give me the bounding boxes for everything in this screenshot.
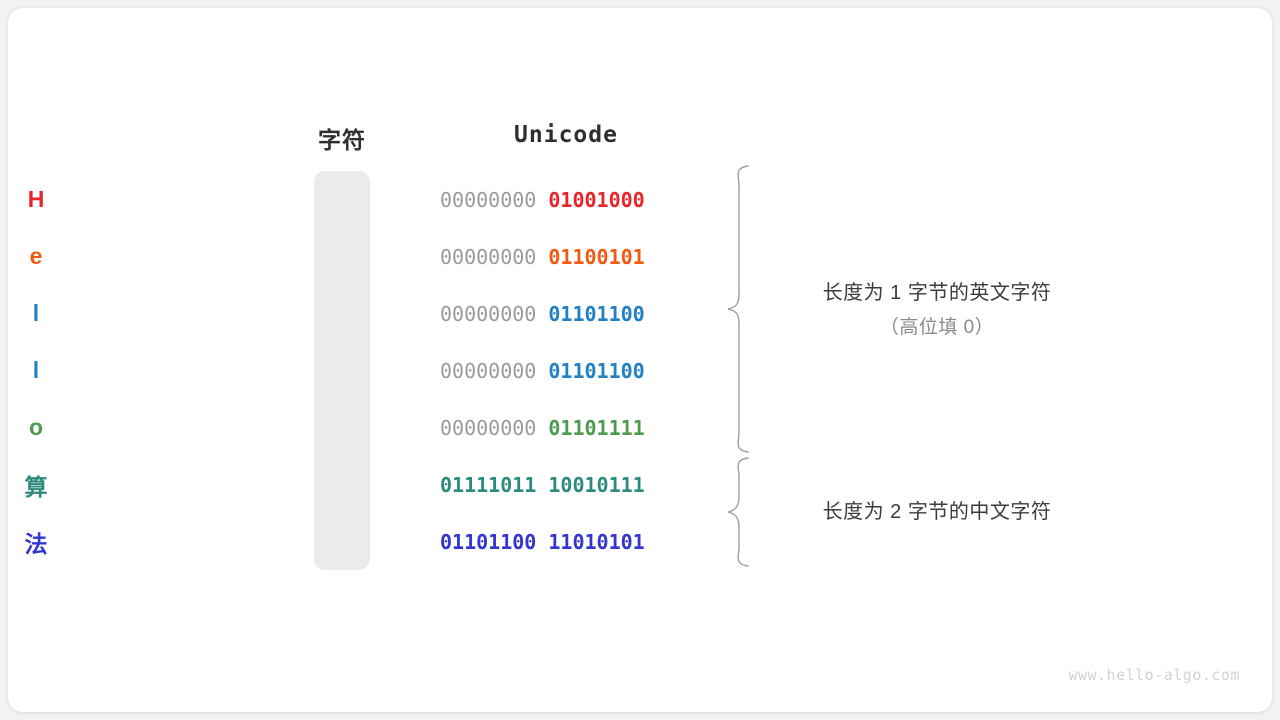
binary-row-2: 00000000 01101100 — [440, 285, 692, 342]
annotation-ascii-group: 长度为 1 字节的英文字符 （高位填 0） — [786, 276, 1088, 344]
high-byte-5: 01111011 — [440, 472, 537, 497]
char-glyph-3: l — [32, 357, 40, 383]
char-cell-6: 法 — [8, 513, 64, 570]
column-header-unicode: Unicode — [514, 122, 618, 148]
low-byte-0: 01001000 — [548, 187, 645, 212]
low-byte-3: 01101100 — [548, 358, 645, 383]
high-byte-1: 00000000 — [440, 244, 537, 269]
diagram-card: 字符 Unicode H e l l o 算 法 00000000 010010… — [8, 8, 1272, 712]
low-byte-2: 01101100 — [548, 301, 645, 326]
char-glyph-2: l — [32, 300, 40, 326]
char-glyph-6: 法 — [24, 530, 48, 557]
char-cell-0: H — [8, 171, 64, 228]
char-cell-5: 算 — [8, 456, 64, 513]
binary-row-3: 00000000 01101100 — [440, 342, 692, 399]
char-cell-3: l — [8, 342, 64, 399]
char-glyph-5: 算 — [24, 473, 48, 500]
char-glyph-1: e — [29, 243, 43, 269]
watermark-url: www.hello-algo.com — [1068, 666, 1240, 684]
annotation-cjk-main: 长度为 2 字节的中文字符 — [822, 501, 1052, 523]
annotation-cjk-group: 长度为 2 字节的中文字符 — [786, 495, 1088, 530]
binary-row-6: 01101100 11010101 — [440, 513, 692, 570]
char-cell-2: l — [8, 285, 64, 342]
binary-row-5: 01111011 10010111 — [440, 456, 692, 513]
character-column-background — [314, 171, 370, 570]
binary-row-4: 00000000 01101111 — [440, 399, 692, 456]
low-byte-5: 10010111 — [548, 472, 645, 497]
char-glyph-0: H — [27, 186, 45, 212]
high-byte-2: 00000000 — [440, 301, 537, 326]
char-glyph-4: o — [28, 414, 44, 440]
annotation-ascii-sub: （高位填 0） — [879, 317, 995, 338]
char-cell-1: e — [8, 228, 64, 285]
high-byte-3: 00000000 — [440, 358, 537, 383]
high-byte-6: 01101100 — [440, 529, 537, 554]
high-byte-4: 00000000 — [440, 415, 537, 440]
low-byte-6: 11010101 — [548, 529, 645, 554]
brace-ascii-group — [727, 165, 749, 453]
char-cell-4: o — [8, 399, 64, 456]
annotation-ascii-main: 长度为 1 字节的英文字符 — [822, 282, 1052, 304]
brace-cjk-group — [727, 457, 749, 567]
low-byte-1: 01100101 — [548, 244, 645, 269]
column-header-char: 字符 — [318, 127, 366, 153]
high-byte-0: 00000000 — [440, 187, 537, 212]
binary-row-0: 00000000 01001000 — [440, 171, 692, 228]
binary-row-1: 00000000 01100101 — [440, 228, 692, 285]
low-byte-4: 01101111 — [548, 415, 645, 440]
